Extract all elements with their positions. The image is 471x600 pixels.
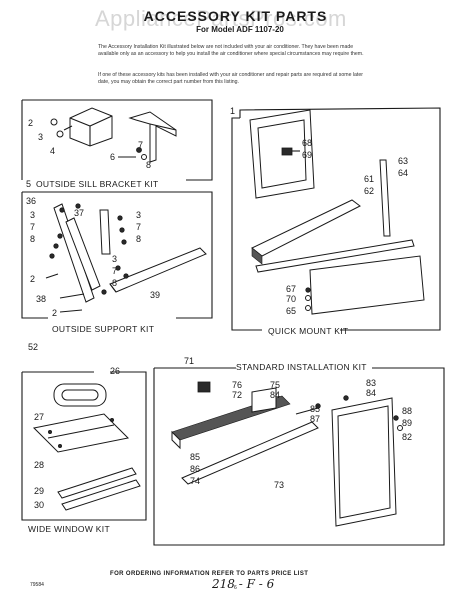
label: 27 [34,412,44,422]
label: 62 [364,186,374,196]
support-rail-mid [65,217,101,291]
watermark: AppliancePartsPros.com [95,6,347,31]
standard-kit-border [153,367,445,546]
outside-support-kit: 36 3 7 8 2 37 3 7 8 3 7 8 2 38 39 OUTSID… [21,191,213,352]
quick-bolt [281,147,293,156]
standard-kit-number: 71 [184,356,194,366]
label: 74 [190,476,200,486]
standard-kit-title: STANDARD INSTALLATION KIT [236,362,367,372]
label: 37 [74,208,84,218]
label: 68 [302,138,312,148]
wide-plate [32,413,130,453]
label: 7 [138,140,143,150]
support-hardware [45,203,129,313]
intro-paragraph-1: The Accessory Installation Kit illustrat… [98,44,364,57]
wide-foam-strip-2 [61,479,141,511]
label: 76 [232,380,242,390]
wide-kit-border [21,371,147,521]
support-strut [99,209,111,255]
standard-angle-bar [181,421,319,485]
outside-sill-bracket-kit: 2 3 4 6 7 8 5 OUTSIDE SILL BRACKET KIT [21,99,213,189]
support-bar [109,247,207,293]
sill-kit-border [22,99,213,181]
label: 86 [190,464,200,474]
label: 84 [366,388,376,398]
label: 29 [34,486,44,496]
label: 8 [112,278,117,288]
label: 2 [30,274,35,284]
wide-window-kit: 26 27 28 29 30 WIDE WINDOW KIT [21,366,147,534]
label: 73 [274,480,284,490]
label: 36 [26,196,36,206]
wide-foam-strip-1 [57,467,137,499]
label: 7 [30,222,35,232]
handwritten-note: 218 - F - 6 [212,577,275,591]
label: 3 [136,210,141,220]
quick-strip-lower [255,239,415,273]
label: 72 [232,390,242,400]
standard-side-channel [251,387,277,413]
label: 84 [270,390,280,400]
label: 67 [286,284,296,294]
label: 82 [402,432,412,442]
label: 6 [110,152,115,162]
label: 28 [34,460,44,470]
label: 7 [112,266,117,276]
label: 2 [28,118,33,128]
label: 69 [302,150,312,160]
ordering-note: FOR ORDERING INFORMATION REFER TO PARTS … [110,571,309,577]
quick-kit-border [239,107,441,331]
quick-mount-kit: 1 68 69 63 64 61 62 67 70 65 QUICK MOUNT… [230,106,441,336]
label: 3 [30,210,35,220]
page-number: 6 [234,585,237,591]
standard-installation-kit: STANDARD INSTALLATION KIT 71 76 72 75 84… [153,356,445,546]
label: 85 [310,404,320,414]
support-kit-title: OUTSIDE SUPPORT KIT [52,324,154,334]
wide-kit-title: WIDE WINDOW KIT [28,524,110,534]
label: 2 [52,308,57,318]
document-code: 79584 [30,582,44,588]
label: 63 [398,156,408,166]
label: 3 [112,254,117,264]
label: 65 [286,306,296,316]
label: 61 [364,174,374,184]
quick-angle-upper [251,199,361,257]
label: 7 [136,222,141,232]
quick-kit-number: 1 [230,106,235,116]
standard-gasket [197,381,211,393]
quick-vertical-bar [379,159,391,237]
sill-wedge-part [69,107,113,147]
label: 8 [136,234,141,244]
label: 38 [36,294,46,304]
label: 8 [146,160,151,170]
label: 30 [34,500,44,510]
intro-paragraph-2: If one of these accessory kits has been … [98,72,363,85]
support-rail-left [53,203,95,303]
quick-kit-title: QUICK MOUNT KIT [268,326,348,336]
page-title: ACCESSORY KIT PARTS [143,8,328,24]
label: 85 [190,452,200,462]
model-subtitle: For Model ADF 1107-20 [196,25,284,34]
quick-bottom-frame [309,255,425,315]
label: 4 [50,146,55,156]
sill-kit-number: 5 [26,179,31,189]
sill-kit-title: OUTSIDE SILL BRACKET KIT [36,179,158,189]
label: 89 [402,418,412,428]
label: 83 [366,378,376,388]
wide-kit-number: 26 [110,366,120,376]
label: 75 [270,380,280,390]
label: 70 [286,294,296,304]
support-kit-border [22,191,213,319]
label: 88 [402,406,412,416]
sill-bracket-part [128,111,177,163]
label: 64 [398,168,408,178]
label: 87 [310,414,320,424]
label: 3 [38,132,43,142]
support-kit-number: 52 [28,342,38,352]
label: 8 [30,234,35,244]
label: 39 [150,290,160,300]
sill-screws [50,118,147,160]
